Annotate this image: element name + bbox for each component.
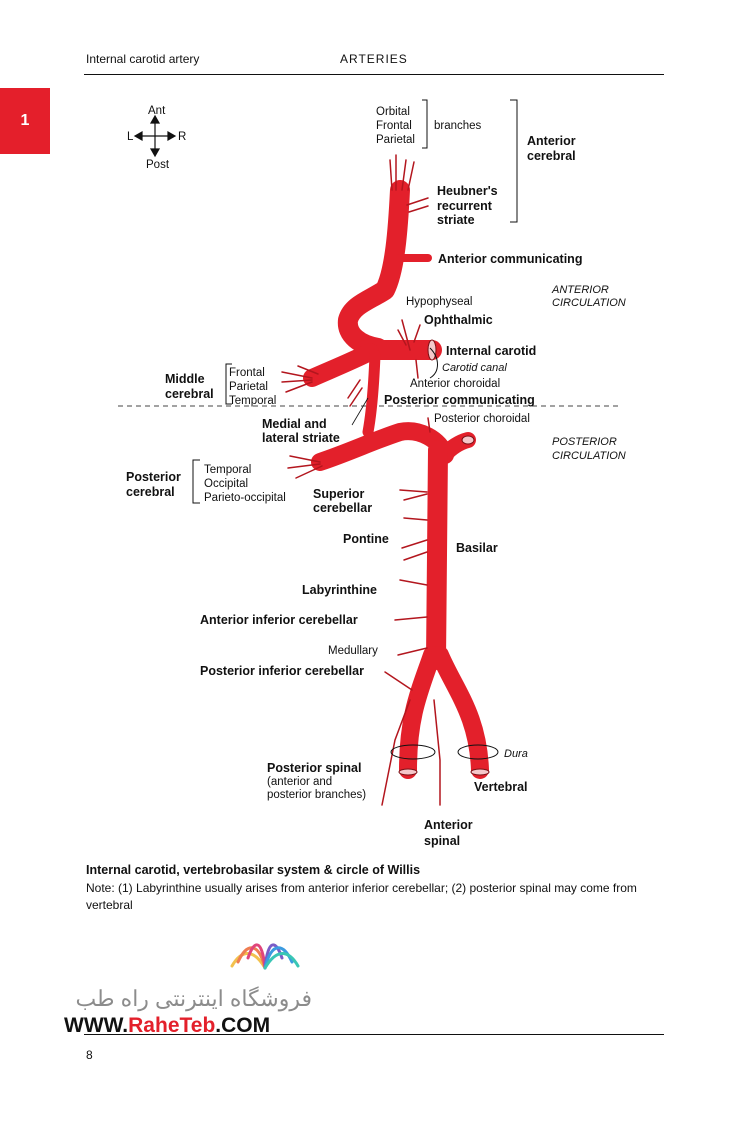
- page-number: 8: [86, 1048, 93, 1062]
- watermark-book-icon: [230, 943, 300, 970]
- orientation-compass: [133, 114, 177, 158]
- label-labyrinthine: Labyrinthine: [302, 583, 377, 597]
- basilar-artery: [426, 440, 448, 670]
- figure-caption-title: Internal carotid, vertebrobasilar system…: [86, 863, 421, 877]
- compass-post: Post: [146, 159, 170, 171]
- label-mc-frontal: Frontal: [229, 367, 265, 379]
- chapter-tab: 1: [0, 88, 50, 154]
- label-pontine: Pontine: [343, 532, 389, 546]
- label-middle-cerebral-2: cerebral: [165, 387, 214, 401]
- label-pc-temporal: Temporal: [204, 464, 251, 476]
- label-posterior-communicating: Posterior communicating: [384, 393, 535, 407]
- anterior-cerebral-artery: [337, 180, 410, 358]
- posterior-communicating-artery: [362, 349, 381, 438]
- label-posterior-cerebral-1: Posterior: [126, 470, 181, 484]
- label-superior-cerebellar-1: Superior: [313, 487, 365, 501]
- label-basilar: Basilar: [456, 541, 498, 555]
- label-heubner-3: striate: [437, 213, 475, 227]
- label-medial-lateral-1: Medial and: [262, 417, 327, 431]
- label-hypophyseal: Hypophyseal: [406, 296, 472, 308]
- arteries: [303, 180, 489, 779]
- running-header-title: Internal carotid artery: [86, 52, 200, 66]
- label-anterior-cerebral-2: cerebral: [527, 149, 576, 163]
- label-posterior-circulation-2: CIRCULATION: [552, 450, 626, 462]
- label-posterior-inferior-cerebellar: Posterior inferior cerebellar: [200, 664, 364, 678]
- label-posterior-choroidal: Posterior choroidal: [434, 413, 530, 425]
- label-dura: Dura: [504, 748, 528, 760]
- watermark-persian-text: فروشگاه اینترنتی راه طب: [75, 986, 312, 1011]
- header-rule: [84, 74, 664, 75]
- compass-right: R: [178, 131, 186, 143]
- label-pc-parieto-occipital: Parieto-occipital: [204, 492, 286, 504]
- middle-cerebral-artery: [303, 343, 379, 387]
- label-heubner-2: recurrent: [437, 199, 493, 213]
- label-anterior-circulation-1: ANTERIOR: [551, 284, 609, 296]
- running-header-section: ARTERIES: [340, 52, 408, 66]
- label-posterior-circulation-1: POSTERIOR: [552, 436, 617, 448]
- label-parietal-branch: Parietal: [376, 134, 415, 146]
- label-posterior-spinal-2: (anterior and: [267, 776, 332, 788]
- figure-caption-note: Note: (1) Labyrinthine usually arises fr…: [86, 881, 637, 912]
- label-anterior-inferior-cerebellar: Anterior inferior cerebellar: [200, 613, 358, 627]
- label-branches: branches: [434, 120, 482, 132]
- label-orbital: Orbital: [376, 106, 410, 118]
- watermark-url-pre: WWW.: [64, 1014, 129, 1037]
- vertebral-right: [431, 646, 489, 779]
- dura-rings: [390, 347, 499, 760]
- footer-rule: [84, 1034, 664, 1035]
- watermark-url-post: .COM: [215, 1014, 271, 1037]
- leader-lines: [351, 397, 369, 426]
- label-anterior-cerebral-1: Anterior: [527, 134, 576, 148]
- small-branches: [281, 154, 441, 806]
- label-carotid-canal: Carotid canal: [442, 362, 507, 374]
- label-superior-cerebellar-2: cerebellar: [313, 501, 372, 515]
- watermark-url-brand: RaheTeb: [128, 1014, 216, 1037]
- label-mc-parietal: Parietal: [229, 381, 268, 393]
- compass-ant: Ant: [148, 105, 166, 117]
- label-anterior-communicating: Anterior communicating: [438, 252, 582, 266]
- label-posterior-spinal-3: posterior branches): [267, 789, 366, 801]
- vertebral-left: [399, 646, 441, 779]
- label-middle-cerebral-1: Middle: [165, 372, 205, 386]
- label-posterior-spinal-1: Posterior spinal: [267, 761, 361, 775]
- label-heubner-1: Heubner's: [437, 184, 498, 198]
- label-internal-carotid: Internal carotid: [446, 344, 536, 358]
- label-medial-lateral-2: lateral striate: [262, 431, 340, 445]
- compass-left: L: [127, 131, 134, 143]
- label-pc-occipital: Occipital: [204, 478, 248, 490]
- label-anterior-spinal-2: spinal: [424, 834, 460, 848]
- label-posterior-cerebral-2: cerebral: [126, 485, 175, 499]
- watermark-url: WWW.RaheTeb.COM: [64, 1014, 270, 1038]
- label-anterior-spinal-1: Anterior: [424, 818, 473, 832]
- brackets: [192, 99, 518, 504]
- label-anterior-choroidal: Anterior choroidal: [410, 378, 500, 390]
- label-frontal-branch: Frontal: [376, 120, 412, 132]
- label-anterior-circulation-2: CIRCULATION: [552, 297, 626, 309]
- label-ophthalmic: Ophthalmic: [424, 313, 493, 327]
- label-medullary: Medullary: [328, 645, 378, 657]
- label-vertebral: Vertebral: [474, 780, 528, 794]
- label-mc-temporal: Temporal: [229, 395, 276, 407]
